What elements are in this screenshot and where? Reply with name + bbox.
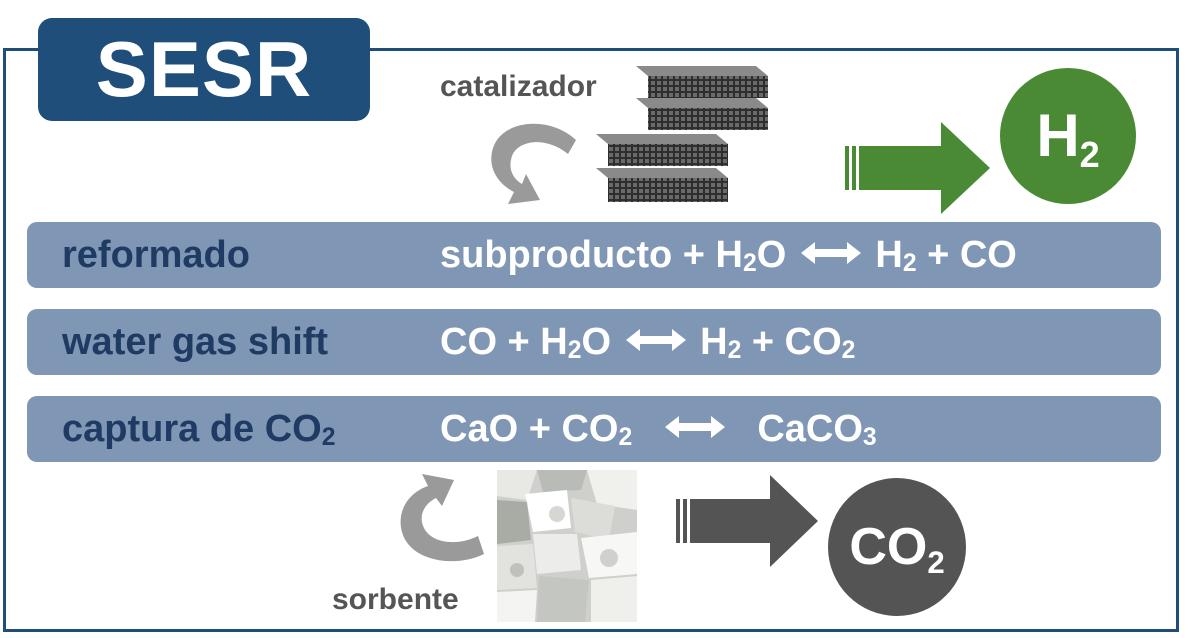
eq-rhs: H xyxy=(700,321,728,363)
eq-subscript: 2 xyxy=(841,336,856,364)
row-label: captura de CO2 xyxy=(62,396,335,462)
eq-subscript: 3 xyxy=(862,423,877,451)
eq-rhs: CaCO xyxy=(757,408,863,450)
row-captura: captura de CO2 CaO + CO2 CaCO3 xyxy=(27,396,1161,462)
eq-rhs-end: + CO xyxy=(916,234,1017,276)
eq-rhs: H xyxy=(875,234,903,276)
co2-arrow-icon xyxy=(676,475,818,567)
sorbent-rocks-image xyxy=(497,470,637,622)
row-label-subscript: 2 xyxy=(321,423,336,451)
eq-subscript: 2 xyxy=(742,249,757,277)
h2-circle-text: H xyxy=(1036,102,1080,169)
diagram-frame xyxy=(3,48,1179,632)
eq-lhs: subproducto + H xyxy=(440,234,743,276)
eq-lhs: CO + H xyxy=(440,321,568,363)
row-equation: CO + H2O H2 + CO2 xyxy=(440,309,855,375)
eq-subscript: 2 xyxy=(567,336,582,364)
row-water-gas-shift: water gas shift CO + H2O H2 + CO2 xyxy=(27,309,1161,375)
h2-arrow-icon xyxy=(845,122,990,214)
row-equation: subproducto + H2O H2 + CO xyxy=(440,222,1017,288)
eq-lhs-end: O xyxy=(581,321,612,363)
sorbent-label: sorbente xyxy=(332,583,459,616)
catalyst-label: catalizador xyxy=(440,70,597,103)
sorbent-curved-arrow-icon xyxy=(400,474,484,562)
co2-circle: CO2 xyxy=(828,478,966,616)
eq-rhs-end: + CO xyxy=(741,321,842,363)
eq-lhs: CaO + CO xyxy=(440,408,619,450)
double-arrow-icon xyxy=(625,328,686,351)
row-label: water gas shift xyxy=(62,321,329,363)
row-reformado: reformado subproducto + H2O H2 + CO xyxy=(27,222,1161,288)
h2-circle-subscript: 2 xyxy=(1079,133,1100,175)
catalyst-monolith-icon xyxy=(596,66,768,202)
co2-circle-text: CO xyxy=(849,518,928,576)
double-arrow-icon xyxy=(664,415,725,438)
row-label-text: captura de CO xyxy=(62,408,322,450)
eq-subscript: 2 xyxy=(618,423,633,451)
eq-subscript: 2 xyxy=(727,336,742,364)
eq-subscript: 2 xyxy=(902,249,917,277)
catalyst-curved-arrow-icon xyxy=(491,123,576,204)
diagram-title: SESR xyxy=(38,18,370,121)
co2-circle-subscript: 2 xyxy=(927,545,945,581)
row-label: reformado xyxy=(62,234,250,276)
double-arrow-icon xyxy=(800,241,861,264)
h2-circle: H2 xyxy=(1000,68,1136,204)
eq-lhs-end: O xyxy=(756,234,787,276)
row-equation: CaO + CO2 CaCO3 xyxy=(440,396,877,462)
